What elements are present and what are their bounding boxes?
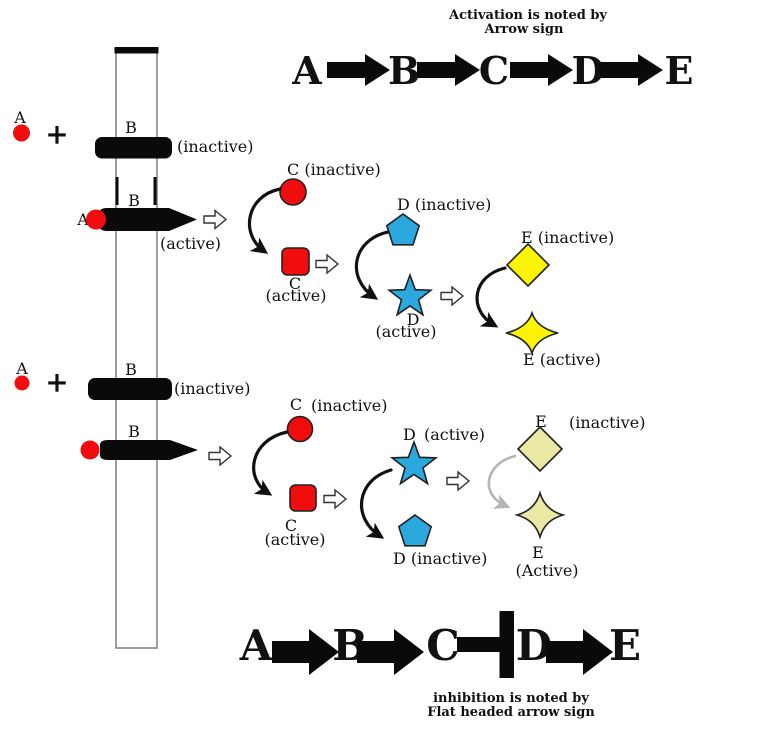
receptor-b-inactive [88,378,172,400]
c-inactive-label: C [290,395,302,414]
c-inactive-label: C (inactive) [287,160,381,179]
plus-sign: + [45,118,68,151]
protein-d-active-star [389,439,439,486]
top-node-d: D [572,48,605,93]
d-active-label: D [407,310,420,329]
protein-e-active-star [514,490,566,540]
receptor-b-label: B [125,360,137,379]
activation-arrow-icon [510,54,573,86]
c-active-state: (active) [265,286,326,305]
hollow-arrow-icon [203,209,227,230]
protein-d-inactive-pentagon [385,213,421,246]
activation-arrow-icon [417,54,480,86]
hollow-arrow-icon [440,286,464,306]
hollow-arrow-icon [208,446,232,466]
bound-ligand-a-label: A [76,210,89,229]
activation-arrow-icon [546,629,613,675]
protein-e-active-star [505,310,559,356]
ligand-a-circle [14,375,30,391]
inhibition-tbar-icon [457,611,514,678]
e-inactive-label: E [535,412,547,431]
receptor-b-active [100,440,198,460]
e-active-label: E [532,543,544,562]
hollow-arrow-icon [446,471,470,491]
membrane-top-cap [114,47,159,54]
receptor-b-inactive [95,137,172,159]
top-node-b: B [388,48,420,93]
scenario-2-cascade: C (inactive) C (active) D (active) D (in… [252,395,645,580]
top-node-e: E [665,48,694,93]
ligand-a-label: A [15,359,28,378]
c-inactive-state: (inactive) [311,396,387,415]
receptor-b-label: B [125,118,137,137]
bound-ligand-a-circle [80,440,100,460]
scenario-1-cascade: C (inactive) C (active) D (inactive) D (… [248,160,614,369]
d-inactive-label: D (inactive) [393,549,487,568]
protein-c-inactive-circle [279,178,307,206]
c-active-label: C [289,274,301,293]
d-active-state: (active) [424,425,485,444]
bottom-pathway: A B C D E [239,611,641,678]
curved-activation-arrow [248,187,282,254]
protein-e-inactive-diamond [516,425,564,473]
receptor-b-active-label: B [128,191,140,210]
bottom-node-c: C [426,621,459,670]
protein-d-active-star [386,272,434,317]
c-active-label: C [285,516,297,535]
protein-d-inactive-pentagon [397,514,433,547]
protein-e-inactive-diamond [505,242,551,288]
curved-activation-arrow [354,230,390,300]
activation-arrow-icon [600,54,663,86]
curved-activation-arrow [252,430,289,496]
tbar-shaft [457,637,500,652]
hollow-arrow-icon [323,489,347,509]
scenario-2-membrane: A + B (inactive) B [14,359,250,466]
receptor-b-active-state: (active) [160,234,221,253]
ligand-a-circle [13,124,30,142]
activation-arrow-icon [272,629,339,675]
activation-caption: Activation is noted by Arrow sign [448,8,607,37]
activation-caption-line1: Activation is noted by [448,8,607,23]
top-node-a: A [291,48,322,93]
bound-ligand-a-circle [86,209,106,230]
receptor-b-inactive-state: (inactive) [174,379,250,398]
top-pathway: A B C D E [291,48,693,93]
plus-sign: + [45,366,68,399]
hollow-arrow-icon [315,254,339,274]
top-node-c: C [479,48,509,93]
c-active-state: (active) [264,530,325,549]
curved-blocked-arrow [487,454,517,509]
activation-arrow-icon [327,54,390,86]
scenario-1-membrane: A + B (inactive) B A (active) [13,108,253,253]
e-inactive-state: (inactive) [569,413,645,432]
bottom-node-e: E [609,621,641,670]
receptor-b-active [99,208,197,231]
e-active-label: E (active) [523,350,601,369]
d-inactive-label: D (inactive) [397,195,491,214]
protein-c-active-square [289,484,317,512]
inhibition-caption: inhibition is noted by Flat headed arrow… [427,691,595,720]
receptor-b-inactive-state: (inactive) [177,137,253,156]
e-inactive-label: E (inactive) [521,228,614,247]
tbar-head [499,611,514,678]
curved-inactivation-arrow [359,468,393,539]
ligand-a-label: A [13,108,26,127]
activation-caption-line2: Arrow sign [484,22,565,37]
curved-activation-arrow [475,266,507,328]
inhibition-caption-line1: inhibition is noted by [433,691,589,706]
receptor-b-active-label: B [128,422,140,441]
d-active-state: (active) [375,322,436,341]
protein-c-inactive-circle [286,415,314,443]
protein-c-active-square [281,247,310,276]
bottom-node-a: A [239,621,274,670]
inhibition-caption-line2: Flat headed arrow sign [427,705,595,720]
e-active-state: (Active) [515,561,578,580]
d-active-label: D [403,425,416,444]
